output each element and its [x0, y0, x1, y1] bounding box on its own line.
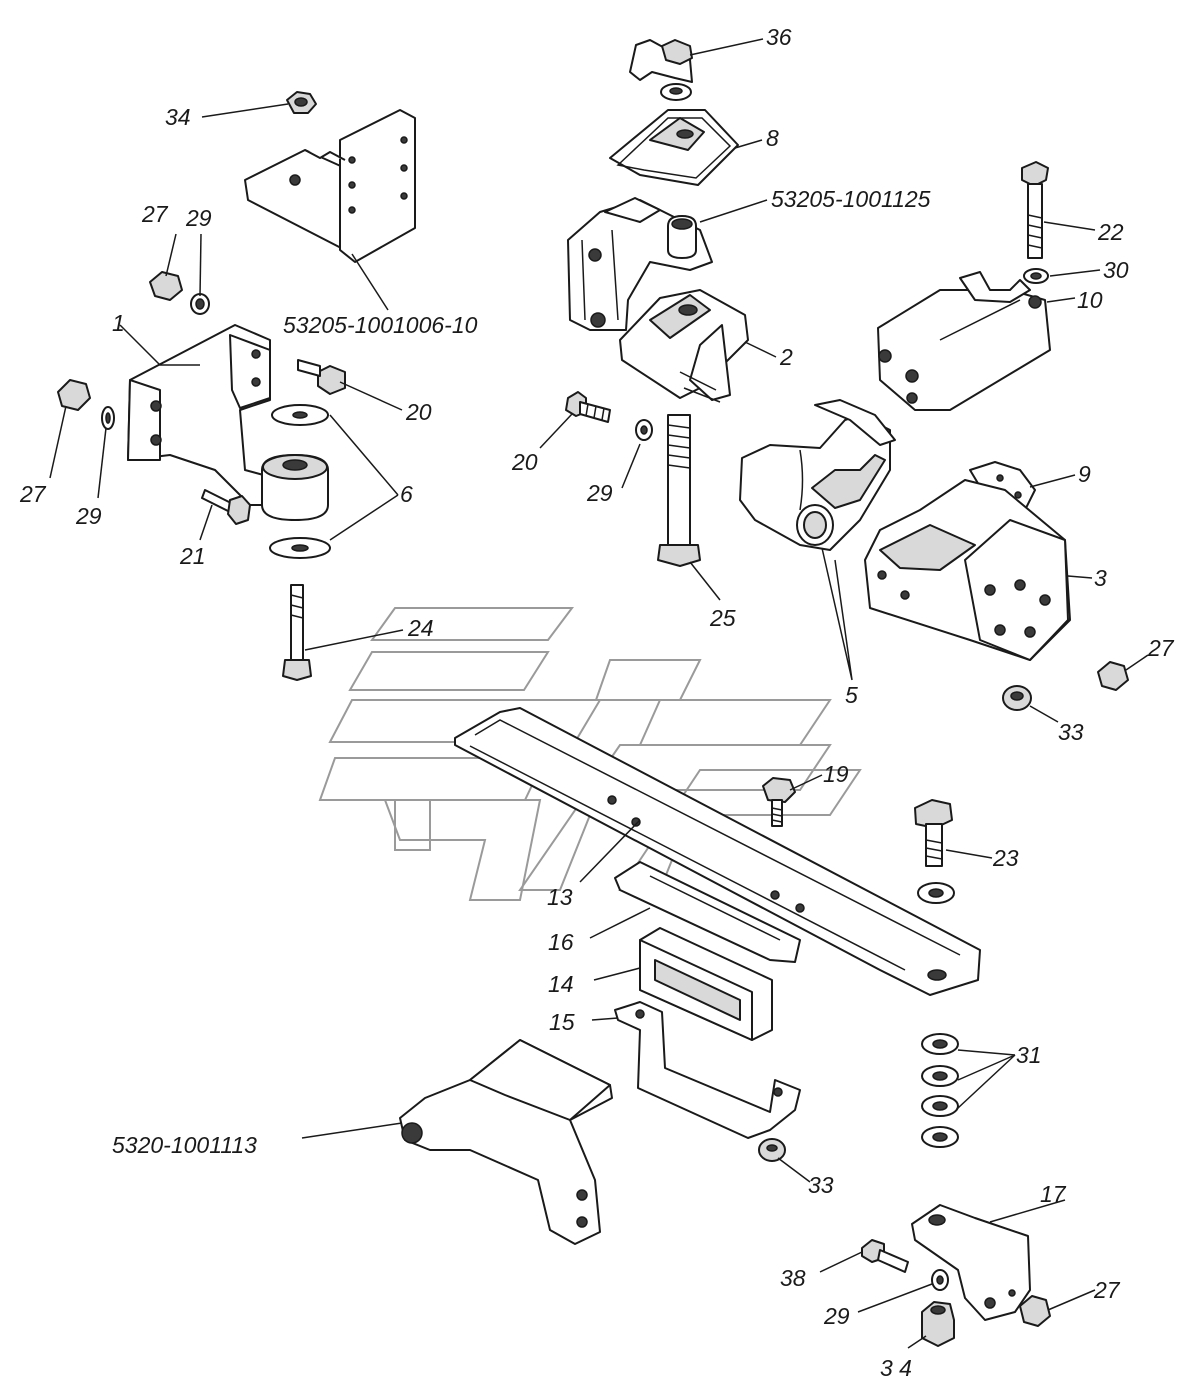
- callout-19: 19: [823, 761, 849, 787]
- washer-29-center: [635, 419, 653, 441]
- bolt-38: [861, 1239, 909, 1273]
- callout-29-lower: 29: [823, 1303, 850, 1329]
- bolt-22: [1021, 161, 1049, 259]
- nut-27-upper-left: [149, 271, 183, 301]
- callout-20-center: 20: [511, 449, 538, 475]
- bolt-25: [657, 414, 701, 567]
- callout-34-lower: 3 4: [880, 1355, 912, 1381]
- callout-16: 16: [548, 929, 574, 955]
- nut-34-top: [286, 91, 317, 114]
- callout-24: 24: [407, 615, 434, 641]
- nut-27-right: [1097, 661, 1129, 691]
- block-14: [639, 927, 773, 1041]
- washer-30: [1023, 268, 1049, 284]
- bracket-17: [911, 1204, 1031, 1321]
- bracket-1: [127, 324, 329, 521]
- bracket-5: [739, 399, 896, 551]
- callout-33-upper: 33: [1058, 719, 1084, 745]
- callout-36: 36: [766, 24, 792, 50]
- callout-part-53205-1001006-10: 53205-1001006-10: [283, 312, 478, 338]
- callout-33-lower: 33: [808, 1172, 834, 1198]
- bolt-19: [762, 777, 796, 827]
- pad-8: [609, 109, 739, 186]
- callout-25: 25: [709, 605, 736, 631]
- callout-17: 17: [1040, 1181, 1067, 1207]
- support-3: [864, 479, 1071, 661]
- cushion-2: [619, 289, 749, 403]
- plate-16: [614, 861, 801, 963]
- callout-part-53205-1001125: 53205-1001125: [771, 186, 931, 212]
- bracket-36: [629, 39, 693, 101]
- callout-labels: 34 36 8 53205-1001125 22 30 10 2 9 3 27 …: [19, 24, 1175, 1381]
- nut-27-lower: [1019, 1295, 1051, 1327]
- bracket-53205-1001006-10: [244, 109, 416, 263]
- callout-13: 13: [547, 884, 573, 910]
- washer-29-left: [101, 406, 115, 430]
- bracket-10: [877, 271, 1051, 411]
- rear-bracket-5320-1001113: [399, 1039, 613, 1245]
- callout-2: 2: [779, 344, 793, 370]
- washer-29-upper-left: [190, 293, 210, 315]
- callout-27-right: 27: [1147, 635, 1175, 661]
- bracket-53205-1001125: [567, 197, 713, 331]
- leader-lines: [49, 38, 1149, 1349]
- nut-33-lower: [758, 1138, 786, 1162]
- callout-27-left: 27: [19, 481, 47, 507]
- callout-27-lower: 27: [1093, 1277, 1121, 1303]
- callout-part-5320-1001113: 5320-1001113: [112, 1132, 257, 1158]
- callout-10: 10: [1077, 287, 1103, 313]
- callout-31: 31: [1016, 1042, 1042, 1068]
- crossmember-13: [454, 707, 981, 996]
- callout-29-center: 29: [586, 480, 613, 506]
- washer-6-upper: [271, 404, 329, 426]
- washers-31: [921, 1033, 959, 1148]
- washer-6-lower: [269, 537, 331, 559]
- nut-27-left: [57, 379, 91, 411]
- callout-27-upper: 27: [141, 201, 169, 227]
- bolt-21: [201, 489, 251, 525]
- bracket-15: [614, 1001, 801, 1139]
- bolt-20-center: [565, 391, 611, 423]
- callout-38: 38: [780, 1265, 806, 1291]
- callout-9: 9: [1078, 461, 1091, 487]
- callout-20-left: 20: [405, 399, 432, 425]
- callout-5: 5: [845, 682, 858, 708]
- nut-34-lower: [921, 1301, 955, 1347]
- callout-6: 6: [400, 481, 413, 507]
- callout-14: 14: [548, 971, 574, 997]
- bolt-23: [914, 799, 955, 904]
- callout-1: 1: [112, 310, 125, 336]
- callout-22: 22: [1097, 219, 1124, 245]
- callout-15: 15: [549, 1009, 575, 1035]
- callout-34-top: 34: [165, 104, 191, 130]
- callout-3: 3: [1094, 565, 1107, 591]
- washer-29-lower: [931, 1269, 949, 1291]
- bolt-20-left: [297, 359, 346, 395]
- callout-29-left: 29: [75, 503, 102, 529]
- callout-30: 30: [1103, 257, 1129, 283]
- callout-29-upper: 29: [185, 205, 212, 231]
- nut-33-upper: [1002, 685, 1032, 711]
- callout-23: 23: [992, 845, 1019, 871]
- callout-21: 21: [179, 543, 206, 569]
- callout-8: 8: [766, 125, 779, 151]
- bolt-24: [282, 584, 312, 681]
